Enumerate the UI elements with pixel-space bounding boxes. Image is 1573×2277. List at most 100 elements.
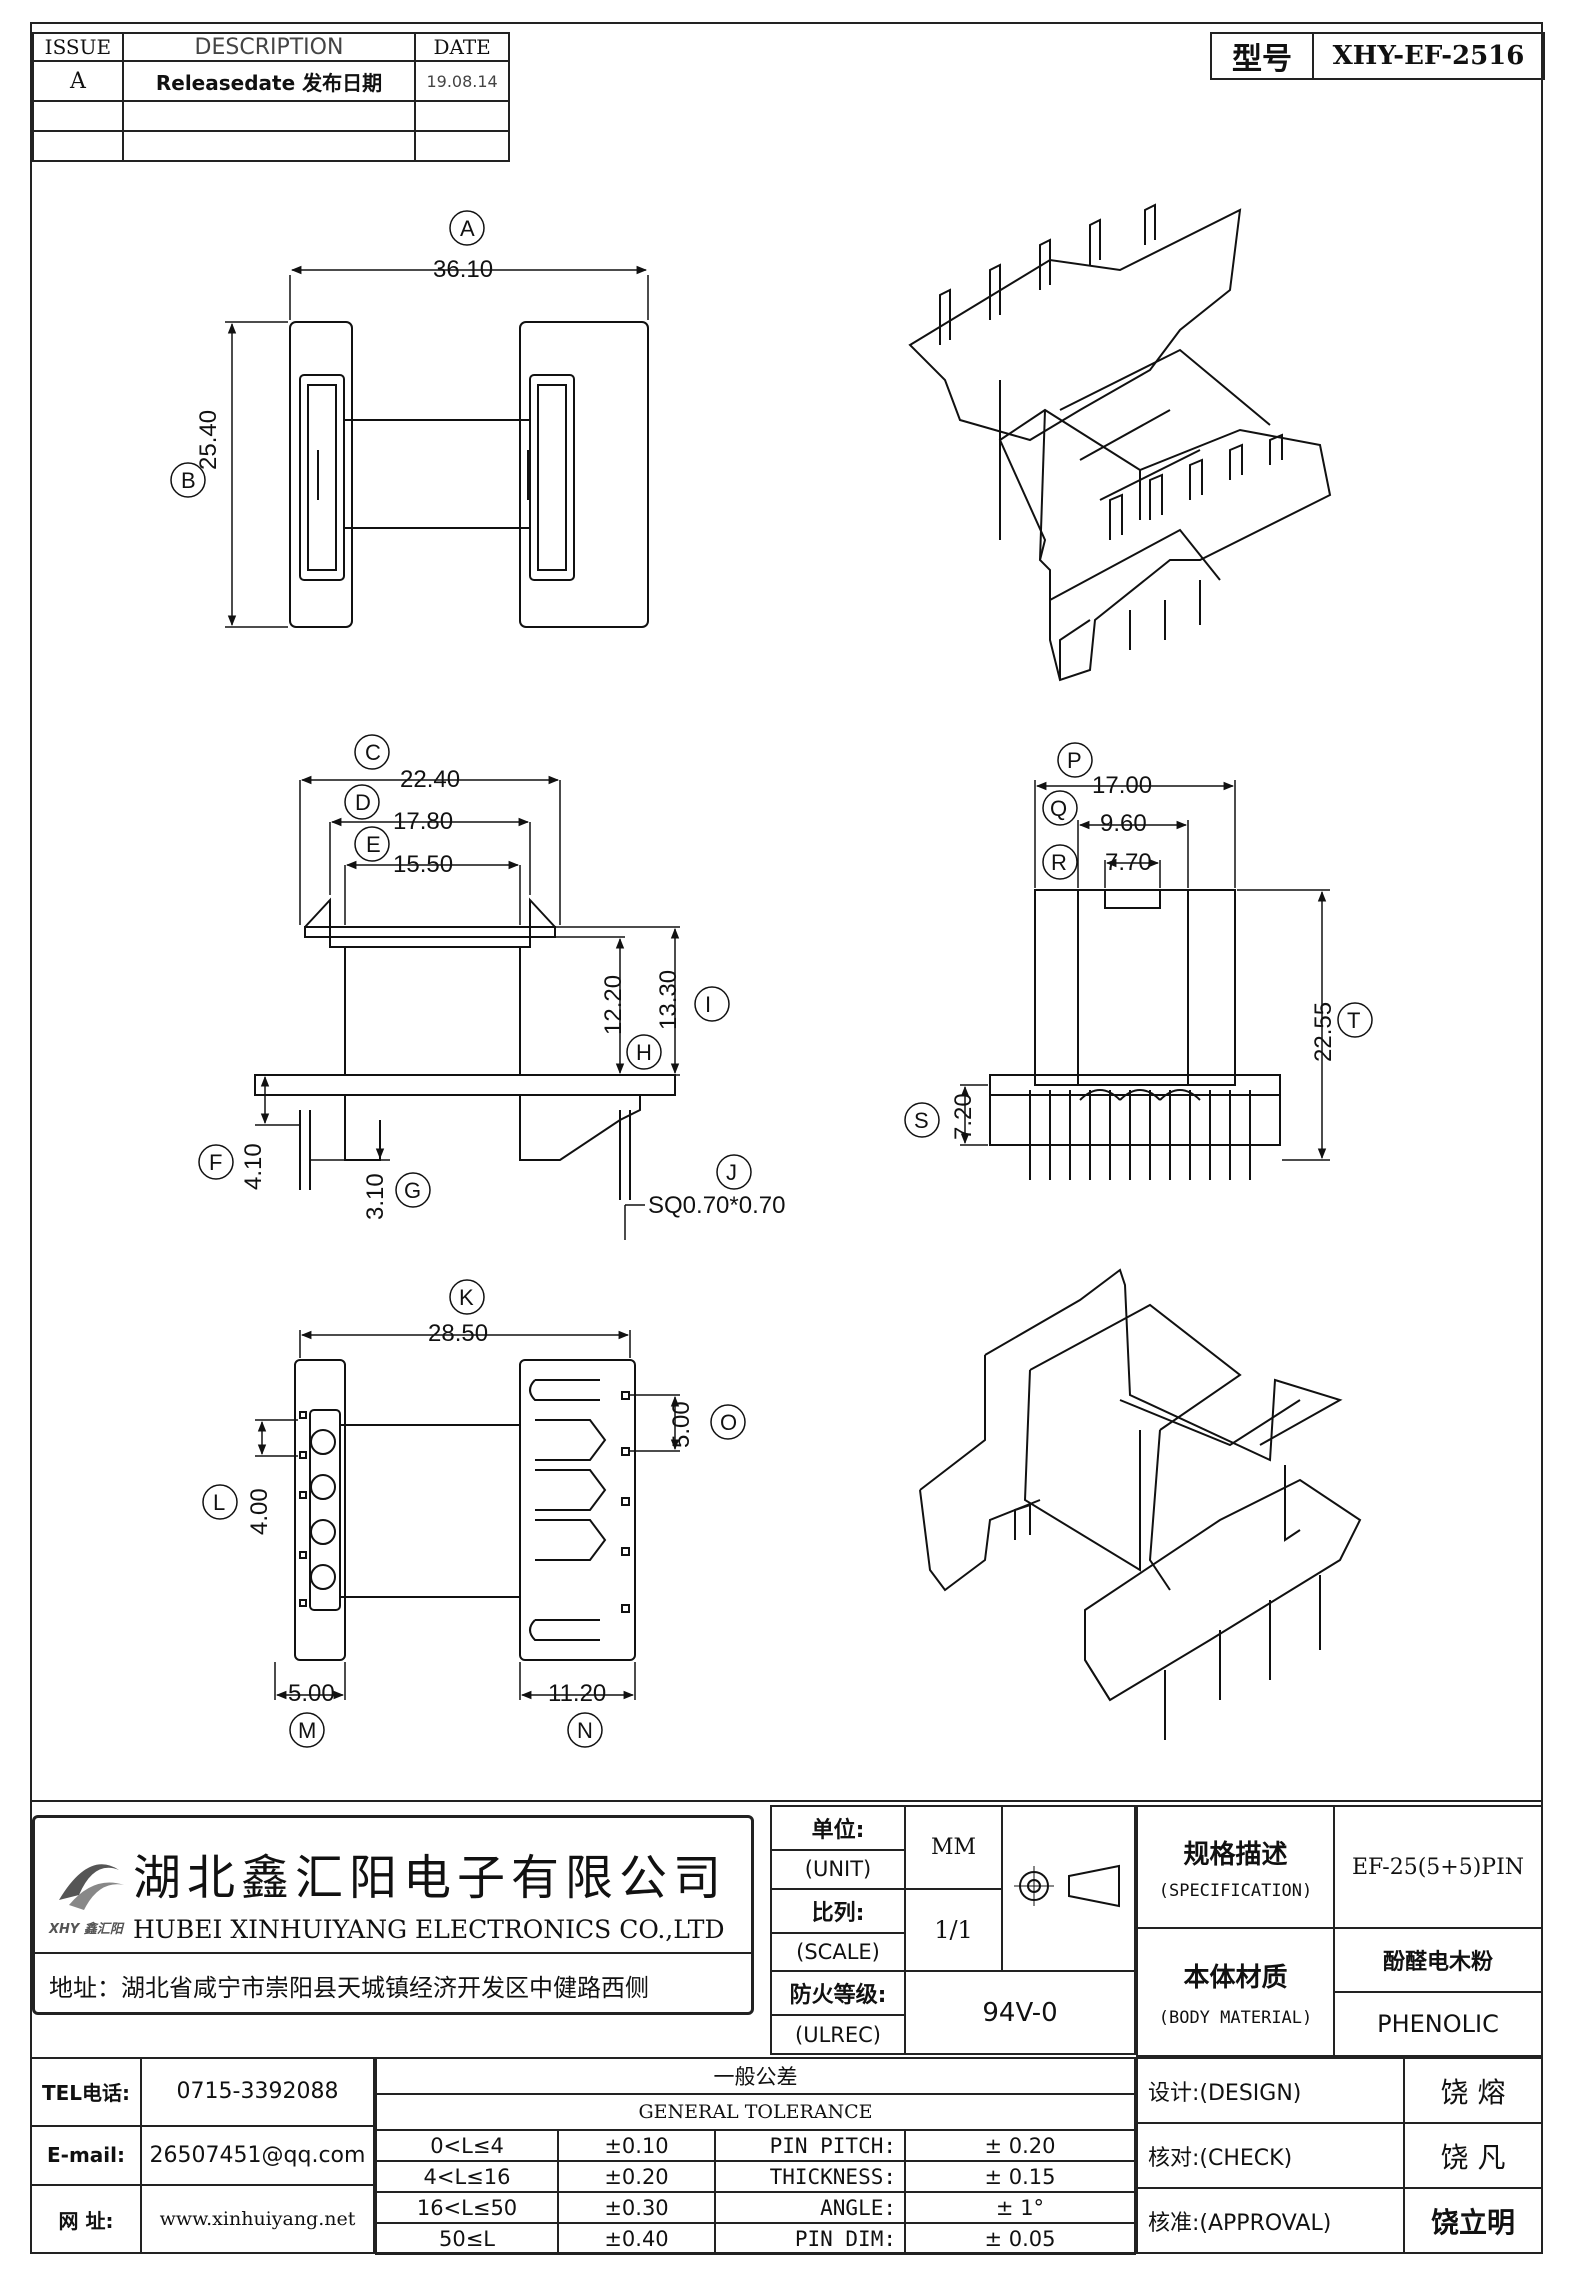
dim-N-value: 11.20 bbox=[548, 1680, 607, 1707]
title-block-divider bbox=[30, 1800, 1543, 1802]
spec-value: EF-25(5+5)PIN bbox=[1333, 1805, 1543, 1929]
unit-scale-table: 单位: MM (UNIT) 比列: 1/1 (SCALE) 防火等级: 94V-… bbox=[770, 1804, 1136, 2055]
revision-header-description: DESCRIPTION bbox=[121, 32, 417, 62]
dim-E-value: 15.50 bbox=[393, 851, 454, 878]
dim-B-value: 25.40 bbox=[195, 409, 222, 470]
tel-value: 0715-3392088 bbox=[140, 2057, 375, 2127]
dim-F-label: F bbox=[209, 1150, 223, 1175]
bottom-view bbox=[202, 1279, 746, 1748]
dim-K-label: K bbox=[459, 1285, 474, 1310]
scale-value: 1/1 bbox=[904, 1887, 1003, 1973]
dim-S-label: S bbox=[914, 1108, 929, 1133]
dim-E-label: E bbox=[366, 832, 381, 857]
revision-description: Releasedate 发布日期 bbox=[121, 60, 417, 102]
dim-D-label: D bbox=[355, 790, 371, 815]
tolerance-range: 0<L≤4 bbox=[375, 2129, 559, 2162]
company-box: XHY 鑫汇阳 湖北鑫汇阳电子有限公司 HUBEI XINHUIYANG ELE… bbox=[32, 1815, 754, 2015]
check-name: 饶 凡 bbox=[1403, 2122, 1543, 2189]
company-name-cn: 湖北鑫汇阳电子有限公司 bbox=[133, 1850, 728, 1906]
revision-empty-cell bbox=[32, 130, 124, 162]
part-number-label: 型号 bbox=[1210, 32, 1314, 80]
fire-rating-label: 防火等级: bbox=[770, 1970, 906, 2017]
spec-label-cell: 规格描述 (SPECIFICATION) bbox=[1136, 1805, 1335, 1929]
revision-issue: A bbox=[32, 60, 124, 102]
company-address: 地址：湖北省咸宁市崇阳县天城镇经济开发区中健路西侧 bbox=[49, 1974, 649, 2002]
dim-D-value: 17.80 bbox=[393, 808, 454, 835]
top-view bbox=[170, 210, 649, 628]
projection-symbol-cell bbox=[1001, 1804, 1136, 1973]
revision-date: 19.08.14 bbox=[414, 60, 510, 102]
design-name: 饶 熔 bbox=[1403, 2057, 1543, 2124]
spec-label: 规格描述 bbox=[1183, 1839, 1288, 1870]
dim-I-value: 13.30 bbox=[655, 969, 682, 1030]
tolerance-value: ±0.30 bbox=[557, 2191, 716, 2224]
tolerance-item-value: ± 0.15 bbox=[904, 2160, 1136, 2193]
dim-I-label: I bbox=[705, 992, 712, 1017]
tolerance-item-value: ± 1° bbox=[904, 2191, 1136, 2224]
design-label: 设计:(DESIGN) bbox=[1136, 2057, 1405, 2124]
revision-empty-cell bbox=[414, 130, 510, 162]
dim-B-label: B bbox=[181, 468, 196, 493]
check-label: 核对:(CHECK) bbox=[1136, 2122, 1405, 2189]
unit-label-en: (UNIT) bbox=[770, 1848, 906, 1890]
material-label-cell: 本体材质 (BODY MATERIAL) bbox=[1136, 1927, 1335, 2057]
tolerance-item: PIN DIM: bbox=[714, 2222, 906, 2255]
part-number-value: XHY-EF-2516 bbox=[1312, 32, 1545, 80]
revision-header-date: DATE bbox=[414, 32, 510, 62]
tolerance-title-cn: 一般公差 bbox=[375, 2057, 1136, 2095]
dim-T-value: 22.55 bbox=[1310, 1001, 1337, 1062]
tolerance-value: ±0.10 bbox=[557, 2129, 716, 2162]
scale-label: 比列: bbox=[770, 1887, 906, 1934]
dim-P-value: 17.00 bbox=[1092, 772, 1153, 799]
dim-J-label: J bbox=[726, 1160, 737, 1185]
scale-label-en: (SCALE) bbox=[770, 1931, 906, 1973]
dim-H-label: H bbox=[636, 1040, 652, 1065]
dim-G-label: G bbox=[404, 1178, 422, 1203]
projection-symbol-icon bbox=[1013, 1864, 1120, 1908]
dim-M-label: M bbox=[298, 1718, 317, 1743]
tolerance-value: ±0.40 bbox=[557, 2222, 716, 2255]
tel-label: TEL电话: bbox=[30, 2057, 142, 2127]
dim-Q-value: 9.60 bbox=[1100, 810, 1147, 837]
tolerance-value: ±0.20 bbox=[557, 2160, 716, 2193]
website-value: www.xinhuiyang.net bbox=[140, 2184, 375, 2254]
front-view bbox=[904, 742, 1373, 1180]
company-name-en: HUBEI XINHUIYANG ELECTRONICS CO.,LTD bbox=[133, 1915, 725, 1944]
isometric-view-top bbox=[908, 203, 1332, 682]
revision-empty-cell bbox=[32, 100, 124, 132]
technical-drawing bbox=[170, 203, 1373, 1748]
contact-table: TEL电话: 0715-3392088 E-mail: 26507451@qq.… bbox=[30, 2057, 375, 2254]
dim-C-label: C bbox=[365, 740, 381, 765]
dim-O-label: O bbox=[720, 1410, 738, 1435]
dim-C-value: 22.40 bbox=[400, 766, 461, 793]
approval-label: 核准:(APPROVAL) bbox=[1136, 2187, 1405, 2254]
approval-name: 饶立明 bbox=[1403, 2187, 1543, 2254]
spec-label-en: (SPECIFICATION) bbox=[1158, 1880, 1313, 1901]
dim-R-label: R bbox=[1051, 850, 1067, 875]
email-value: 26507451@qq.com bbox=[140, 2124, 375, 2187]
dim-P-label: P bbox=[1067, 748, 1082, 773]
material-label-en: (BODY MATERIAL) bbox=[1158, 2007, 1313, 2028]
tolerance-range: 16<L≤50 bbox=[375, 2191, 559, 2224]
tolerance-item: ANGLE: bbox=[714, 2191, 906, 2224]
dim-O-value: 5.00 bbox=[668, 1401, 695, 1448]
dim-T-label: T bbox=[1347, 1008, 1361, 1033]
fire-rating-label-en: (ULREC) bbox=[770, 2014, 906, 2055]
tolerance-item: THICKNESS: bbox=[714, 2160, 906, 2193]
dim-L-label: L bbox=[213, 1490, 226, 1515]
dim-K-value: 28.50 bbox=[428, 1320, 489, 1347]
revision-empty-cell bbox=[121, 130, 417, 162]
dim-N-label: N bbox=[577, 1718, 593, 1743]
tolerance-item: PIN PITCH: bbox=[714, 2129, 906, 2162]
company-logo bbox=[49, 1840, 129, 1920]
logo-icon bbox=[59, 1864, 124, 1910]
website-label: 网 址: bbox=[30, 2184, 142, 2254]
isometric-view-bottom bbox=[919, 1268, 1362, 1740]
signature-table: 设计:(DESIGN) 饶 熔 核对:(CHECK) 饶 凡 核准:(APPRO… bbox=[1136, 2057, 1543, 2254]
company-separator bbox=[35, 1952, 751, 1954]
dim-H-value: 12.20 bbox=[600, 974, 627, 1035]
fire-rating-value: 94V-0 bbox=[904, 1970, 1136, 2055]
tolerance-table: 一般公差 GENERAL TOLERANCE 0<L≤4 ±0.10 PIN P… bbox=[375, 2057, 1136, 2255]
revision-empty-cell bbox=[121, 100, 417, 132]
dim-L-value: 4.00 bbox=[246, 1488, 273, 1535]
